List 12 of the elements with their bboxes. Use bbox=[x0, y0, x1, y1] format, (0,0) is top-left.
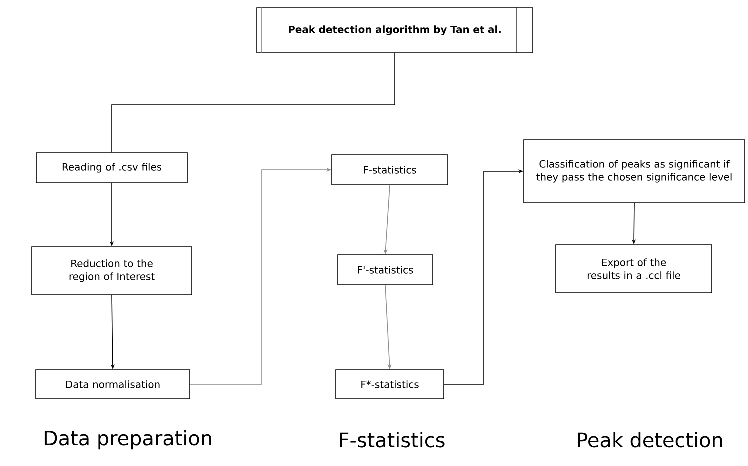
column-heading: F-statistics bbox=[340, 432, 445, 448]
column-heading: Data preparation bbox=[44, 430, 212, 450]
predefined-process-box: Peak detection algorithm by Tan et al. bbox=[256, 7, 534, 54]
process-box: Classification of peaks as significant if they pass the chosen significance level bbox=[524, 140, 746, 204]
process-box: Export of the results in a .ccl file bbox=[556, 244, 712, 294]
process-box: Reading of .csv files bbox=[36, 152, 188, 184]
process-box: F-statistics bbox=[332, 154, 448, 186]
column-heading: Peak detection bbox=[578, 432, 722, 448]
process-box: F*-statistics bbox=[336, 370, 444, 400]
process-box: Reduction to the region of Interest bbox=[32, 246, 192, 296]
process-box: Data normalisation bbox=[36, 370, 190, 400]
process-box: F'-statistics bbox=[338, 254, 434, 286]
